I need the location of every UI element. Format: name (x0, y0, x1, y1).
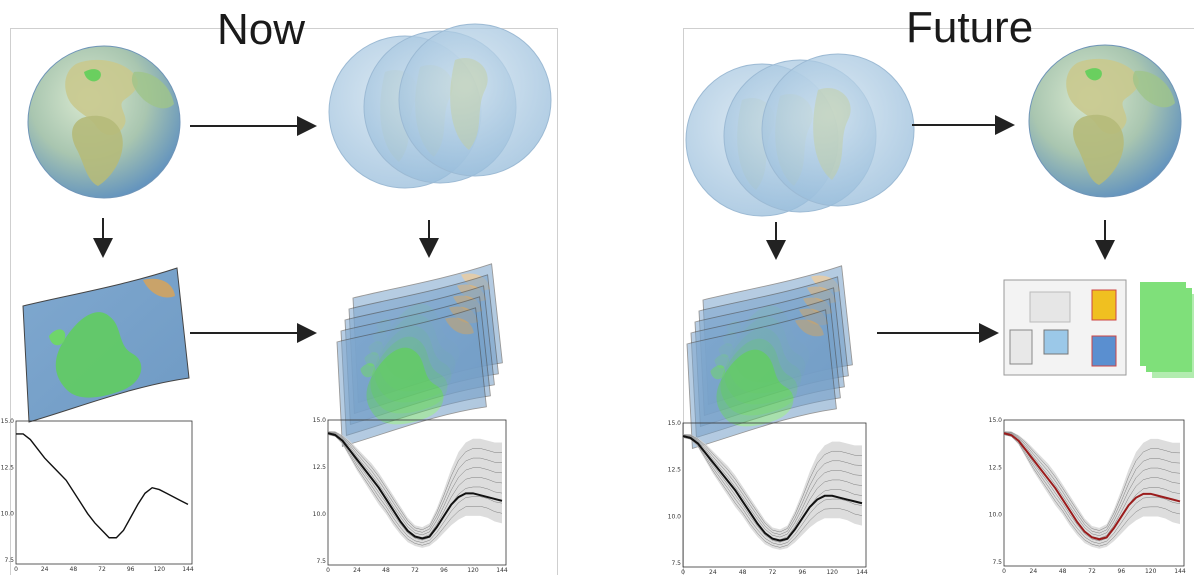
y-tick-label: 12.5 (1, 464, 15, 471)
future-title: Future (906, 3, 1034, 52)
x-tick-label: 0 (326, 567, 330, 574)
x-tick-label: 120 (154, 566, 166, 573)
y-tick-label: 12.5 (313, 464, 327, 471)
impact-diagram-icon-box (1043, 329, 1069, 355)
globe-stack-icon (398, 23, 552, 177)
y-tick-label: 10.0 (989, 512, 1003, 519)
x-tick-label: 96 (799, 569, 807, 576)
x-tick-label: 96 (440, 567, 448, 574)
member-line (1003, 433, 1181, 544)
x-tick-label: 48 (1059, 568, 1067, 575)
x-tick-label: 120 (467, 567, 479, 574)
regional-map-icon (22, 267, 190, 423)
y-tick-label: 7.5 (4, 557, 14, 564)
y-tick-label: 15.0 (1, 418, 15, 425)
y-tick-label: 15.0 (989, 417, 1003, 424)
chart-frame (327, 419, 507, 566)
future-panel (683, 28, 1194, 575)
impact-diagram-icon-box (1029, 291, 1071, 323)
x-tick-label: 0 (1002, 568, 1006, 575)
y-tick-label: 7.5 (992, 559, 1002, 566)
x-tick-label: 72 (1088, 568, 1096, 575)
y-tick-label: 10.0 (668, 513, 682, 520)
x-tick-label: 24 (353, 567, 361, 574)
x-tick-label: 48 (70, 566, 78, 573)
y-tick-label: 15.0 (668, 420, 682, 427)
x-tick-label: 0 (14, 566, 18, 573)
x-tick-label: 72 (411, 567, 419, 574)
chart-future-projection: 15.0 12.5 10.0 7.50 24 48 72 96 120 144 (989, 417, 1186, 575)
x-tick-label: 96 (127, 566, 135, 573)
member-line (327, 431, 503, 533)
series-line (682, 435, 863, 542)
member-line (327, 433, 503, 541)
member-line (682, 436, 863, 543)
member-line (682, 434, 863, 535)
chart-future-ensemble: 15.0 12.5 10.0 7.50 24 48 72 96 120 144 (668, 420, 868, 576)
member-line (327, 432, 503, 536)
green-field-stack (1152, 294, 1194, 378)
x-tick-label: 72 (769, 569, 777, 576)
chart-now-observed: 15.0 12.5 10.0 7.50 24 48 72 96 120 144 (1, 418, 194, 573)
globe-stack-icon-land (450, 58, 488, 150)
x-tick-label: 96 (1118, 568, 1126, 575)
y-tick-label: 7.5 (316, 558, 326, 565)
series-line (1003, 432, 1181, 541)
x-tick-label: 24 (709, 569, 717, 576)
x-tick-label: 72 (98, 566, 106, 573)
member-line (1003, 431, 1181, 531)
member-line (1003, 434, 1181, 547)
x-tick-label: 24 (41, 566, 49, 573)
now-panel (10, 28, 558, 575)
globe-stack-icon-land (813, 88, 851, 180)
x-tick-label: 48 (382, 567, 390, 574)
y-tick-label: 10.0 (1, 511, 15, 518)
now-title: Now (217, 5, 306, 54)
globe-icon (1028, 44, 1182, 198)
y-tick-label: 12.5 (989, 464, 1003, 471)
y-tick-label: 15.0 (313, 417, 327, 424)
member-line (682, 434, 863, 533)
member-line (1003, 432, 1181, 534)
x-tick-label: 48 (739, 569, 747, 576)
series-line (327, 432, 503, 540)
globe-stack-icon (761, 53, 915, 207)
member-line (327, 433, 503, 543)
member-line (1003, 432, 1181, 536)
x-tick-label: 120 (826, 569, 838, 576)
member-line (682, 436, 863, 546)
chart-now-ensemble: 15.0 12.5 10.0 7.50 24 48 72 96 120 144 (313, 417, 508, 574)
chart-frame (15, 420, 193, 565)
globe-icon (27, 45, 181, 199)
x-tick-label: 24 (1030, 568, 1038, 575)
member-line (682, 435, 863, 538)
chart-frame (682, 422, 867, 568)
series-line (16, 433, 189, 539)
chart-frame (1003, 419, 1185, 567)
member-line (327, 434, 503, 546)
member-line (327, 431, 503, 531)
member-line (682, 437, 863, 548)
y-tick-label: 10.0 (313, 511, 327, 518)
x-tick-label: 0 (681, 569, 685, 576)
member-line (1003, 433, 1181, 542)
impact-diagram-icon-box (1091, 335, 1117, 367)
x-tick-label: 144 (856, 569, 868, 576)
x-tick-label: 144 (1174, 568, 1186, 575)
x-tick-label: 144 (182, 566, 194, 573)
y-tick-label: 12.5 (668, 467, 682, 474)
x-tick-label: 144 (496, 567, 508, 574)
x-tick-label: 120 (1145, 568, 1157, 575)
impact-diagram-icon-box (1091, 289, 1117, 321)
impact-diagram-icon-box (1009, 329, 1033, 365)
y-tick-label: 7.5 (671, 560, 681, 567)
